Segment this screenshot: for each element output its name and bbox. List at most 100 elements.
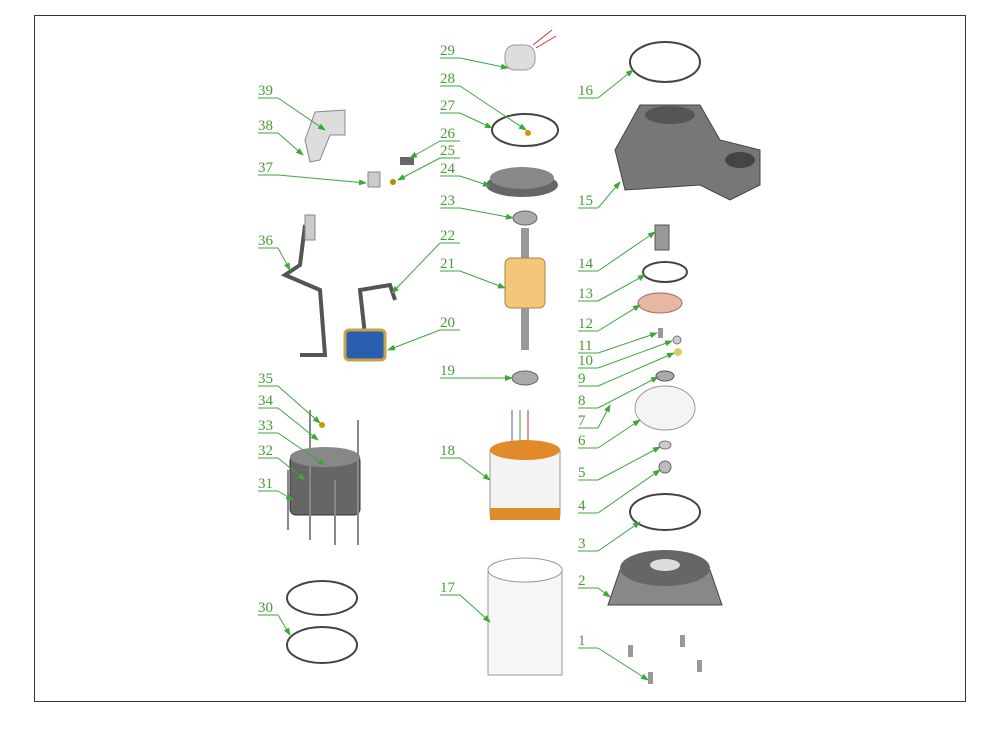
part-bearing-19 bbox=[511, 370, 539, 386]
part-cable-36 bbox=[280, 214, 328, 357]
callout-number: 20 bbox=[440, 315, 455, 331]
callout-number: 26 bbox=[440, 126, 456, 142]
part-stator-18 bbox=[489, 410, 561, 520]
callout-number: 11 bbox=[578, 338, 592, 354]
callout-29: 29 bbox=[440, 43, 509, 70]
callout-number: 2 bbox=[578, 573, 586, 589]
callout-number: 10 bbox=[578, 353, 593, 369]
callout-leader-line bbox=[597, 587, 611, 598]
part-washer-10 bbox=[672, 335, 682, 345]
callout-leader-line bbox=[459, 207, 514, 220]
callout-number: 5 bbox=[578, 465, 586, 481]
callout-leader-line bbox=[597, 404, 611, 429]
part-bearing-8 bbox=[655, 370, 675, 382]
callout-leader-line bbox=[459, 270, 506, 289]
callout-number: 28 bbox=[440, 71, 455, 87]
callout-leader-line bbox=[597, 446, 661, 481]
part-capacitor bbox=[504, 29, 557, 71]
part-motor-head-31 bbox=[287, 410, 361, 545]
callout-number: 39 bbox=[258, 83, 273, 99]
callout-31: 31 bbox=[258, 476, 294, 501]
callout-leader-line bbox=[597, 69, 634, 99]
callout-2: 2 bbox=[578, 573, 611, 598]
callout-number: 3 bbox=[578, 536, 586, 552]
callout-39: 39 bbox=[258, 83, 326, 131]
callout-8: 8 bbox=[578, 376, 659, 409]
callout-number: 29 bbox=[440, 43, 455, 59]
callout-leader-line bbox=[277, 247, 291, 271]
callout-leader-line bbox=[459, 112, 493, 129]
callout-leader-line bbox=[597, 304, 641, 332]
callout-24: 24 bbox=[440, 161, 491, 187]
callout-leader-line bbox=[277, 385, 321, 424]
callout-number: 4 bbox=[578, 498, 586, 514]
callout-leader-line bbox=[597, 469, 661, 514]
part-screw-25 bbox=[390, 179, 396, 185]
callout-leader-line bbox=[277, 132, 304, 156]
callout-6: 6 bbox=[578, 419, 641, 449]
callout-7: 7 bbox=[578, 404, 611, 429]
callout-28: 28 bbox=[440, 71, 527, 131]
callout-leader-line bbox=[597, 352, 675, 387]
part-clip-37 bbox=[367, 171, 381, 188]
part-nut-4 bbox=[658, 460, 672, 474]
callout-leader-line bbox=[597, 376, 659, 409]
callout-number: 19 bbox=[440, 363, 455, 379]
callout-leader-line bbox=[387, 329, 441, 351]
callout-leader-line bbox=[397, 157, 441, 181]
callout-30: 30 bbox=[258, 600, 291, 636]
callout-leader-line bbox=[277, 490, 294, 501]
part-impeller-6 bbox=[634, 385, 696, 431]
callout-leader-line bbox=[277, 174, 367, 186]
callout-number: 32 bbox=[258, 443, 273, 459]
callout-18: 18 bbox=[440, 443, 491, 481]
part-rotor-21 bbox=[504, 228, 546, 350]
part-o-ring-30b bbox=[286, 626, 358, 664]
part-screw-28 bbox=[525, 130, 531, 136]
callout-leader-line bbox=[597, 181, 621, 209]
callout-number: 18 bbox=[440, 443, 455, 459]
parts bbox=[280, 29, 761, 684]
callout-number: 37 bbox=[258, 160, 274, 176]
part-o-ring-13 bbox=[642, 261, 688, 283]
callout-number: 33 bbox=[258, 418, 273, 434]
callout-number: 8 bbox=[578, 393, 586, 409]
callout-number: 13 bbox=[578, 286, 593, 302]
callout-leader-line bbox=[277, 457, 306, 481]
callout-3: 3 bbox=[578, 521, 641, 552]
callout-22: 22 bbox=[391, 228, 460, 294]
callout-9: 9 bbox=[578, 352, 675, 387]
callout-19: 19 bbox=[440, 363, 513, 381]
part-switch-20 bbox=[343, 282, 397, 362]
callouts: 1234567891011121314151617181920212223242… bbox=[258, 43, 675, 681]
callout-23: 23 bbox=[440, 193, 514, 220]
part-base-2 bbox=[607, 550, 723, 606]
callout-number: 36 bbox=[258, 233, 274, 249]
callout-leader-line bbox=[459, 57, 509, 70]
callout-leader-line bbox=[597, 340, 673, 369]
callout-leader-line bbox=[597, 647, 649, 681]
callout-number: 14 bbox=[578, 256, 594, 272]
callout-21: 21 bbox=[440, 256, 506, 289]
callout-4: 4 bbox=[578, 469, 661, 514]
callout-number: 15 bbox=[578, 193, 593, 209]
callout-leader-line bbox=[597, 274, 646, 302]
callout-36: 36 bbox=[258, 233, 291, 271]
part-o-ring-30a bbox=[286, 580, 358, 616]
callout-number: 30 bbox=[258, 600, 273, 616]
part-sleeve-26 bbox=[400, 157, 414, 165]
callout-15: 15 bbox=[578, 181, 621, 209]
callout-leader-line bbox=[459, 457, 491, 481]
callout-leader-line bbox=[597, 332, 658, 354]
callout-11: 11 bbox=[578, 332, 658, 354]
callout-number: 25 bbox=[440, 143, 455, 159]
part-sleeve-17 bbox=[487, 557, 563, 676]
part-screw-11 bbox=[658, 328, 663, 338]
callout-number: 21 bbox=[440, 256, 455, 272]
callout-number: 1 bbox=[578, 633, 586, 649]
callout-number: 27 bbox=[440, 98, 456, 114]
callout-number: 22 bbox=[440, 228, 455, 244]
callout-number: 34 bbox=[258, 393, 274, 409]
callout-17: 17 bbox=[440, 580, 491, 623]
